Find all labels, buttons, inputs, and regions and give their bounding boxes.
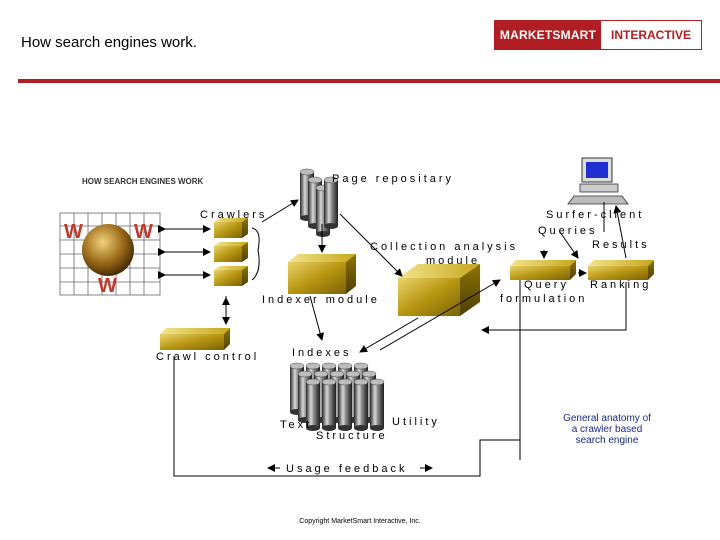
- copyright-footer: Copyright MarketSmart Interactive, Inc.: [299, 518, 421, 525]
- label-structure: Structure: [316, 430, 388, 442]
- label-crawlers: Crawlers: [200, 209, 267, 221]
- crawler-boxes: [214, 218, 248, 286]
- label-utility: Utility: [392, 416, 440, 428]
- caption-line-3: search engine: [576, 435, 639, 446]
- query-formulation-box: [510, 260, 576, 280]
- label-usage-feedback: Usage feedback: [286, 463, 408, 475]
- label-indexer-module: Indexer module: [262, 294, 380, 306]
- indexer-module-box: [288, 254, 356, 294]
- caption-line-2: a crawler based: [572, 424, 643, 435]
- logo-left-text: MARKETSMART: [495, 21, 601, 49]
- label-surfer-client: Surfer-client: [546, 209, 644, 221]
- web-letter-w3: W: [98, 275, 117, 297]
- slide-title: How search engines work.: [21, 34, 197, 51]
- globe-icon: [82, 224, 134, 276]
- marketsmart-logo: MARKETSMART INTERACTIVE: [494, 20, 702, 50]
- label-collection-analysis: Collection analysis: [370, 241, 518, 253]
- diagram-caption: General anatomy of a crawler based searc…: [563, 413, 651, 446]
- ranking-box: [588, 260, 654, 280]
- crawler-bracket: [251, 227, 260, 281]
- web-crawler-arrows: [158, 225, 211, 279]
- label-text: Text: [280, 419, 312, 431]
- web-letter-w2: W: [134, 221, 153, 243]
- collection-analysis-box: [398, 264, 480, 316]
- title-divider: [18, 79, 720, 83]
- diagram-heading: HOW SEARCH ENGINES WORK: [82, 177, 204, 186]
- web-letter-w1: W: [64, 221, 83, 243]
- crawl-control-box: [160, 328, 230, 350]
- label-results: Results: [592, 239, 650, 251]
- label-indexes: Indexes: [292, 347, 352, 359]
- label-formulation: formulation: [500, 293, 587, 305]
- label-crawl-control: Crawl control: [156, 351, 259, 363]
- label-module: module: [426, 255, 480, 267]
- label-query: Query: [524, 279, 569, 291]
- logo-right-text: INTERACTIVE: [601, 21, 701, 49]
- flow-arrows: [173, 199, 627, 477]
- label-ranking: Ranking: [590, 279, 651, 291]
- label-queries: Queries: [538, 225, 598, 237]
- label-page-repository: Page repositary: [332, 173, 454, 185]
- computer-icon: [567, 157, 629, 205]
- caption-line-1: General anatomy of: [563, 413, 651, 424]
